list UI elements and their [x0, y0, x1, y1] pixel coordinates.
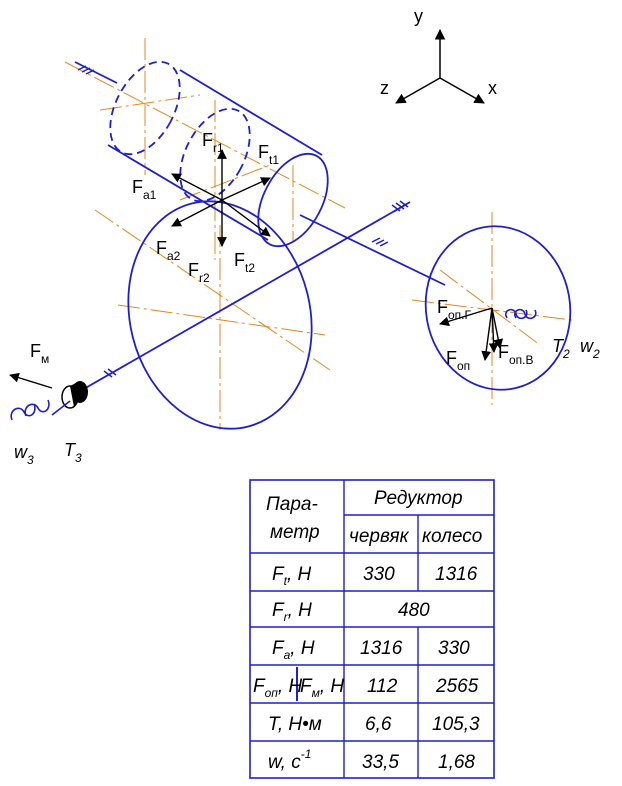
row-w-wheel: 1,68 — [438, 752, 475, 773]
wheel-shaft — [81, 200, 411, 430]
label-Fm: Fм — [30, 341, 49, 366]
row-fop-label: Fоп, Н — [253, 676, 302, 700]
row-fa-label: Fa, Н — [272, 638, 315, 662]
label-FopG: Fоп.Г — [437, 297, 472, 322]
worm-shaft — [74, 60, 446, 286]
label-Fr1: Fr1 — [202, 130, 224, 155]
row-fm-label: Fм, Н — [300, 676, 344, 700]
table-header-wheel: колесо — [422, 526, 482, 547]
label-T2: T2 — [552, 336, 570, 361]
output-pulley — [424, 225, 572, 391]
row-fr-merged: 480 — [398, 600, 430, 621]
table-header-reducer: Редуктор — [374, 488, 463, 509]
force-arrows — [9, 149, 504, 389]
label-Ft1: Ft1 — [258, 142, 279, 167]
row-ft-worm: 330 — [363, 564, 395, 585]
row-ft-wheel: 1316 — [435, 564, 478, 585]
label-Fr2: Fr2 — [188, 260, 210, 285]
row-fop-wheel: 2565 — [435, 676, 479, 697]
parameter-table: Пара- метр Редуктор червяк колесо Ft, Н … — [249, 479, 495, 779]
label-Fop: Fоп — [446, 348, 470, 373]
label-FopB: Fоп.В — [498, 342, 534, 367]
row-fa-wheel: 330 — [438, 638, 470, 659]
axis-z-label: z — [380, 78, 389, 98]
axis-triad: y z x — [380, 6, 497, 104]
worm-shaft-ticks — [77, 65, 389, 247]
table-header-param-1: Пара- — [266, 494, 318, 515]
row-ft-label: Ft, Н — [272, 564, 312, 588]
label-Fa1: Fa1 — [132, 177, 157, 202]
table-header-worm: червяк — [349, 526, 410, 547]
row-w-label: w, с-1 — [268, 747, 311, 773]
row-fop-worm: 112 — [367, 676, 398, 697]
table-header-param-2: метр — [270, 522, 320, 543]
row-t-worm: 6,6 — [365, 714, 392, 735]
coupling — [61, 381, 88, 409]
row-fa-worm: 1316 — [360, 638, 403, 659]
row-fr-label: Fr, Н — [272, 600, 312, 624]
axis-x-label: x — [488, 78, 497, 98]
center-lines — [64, 38, 573, 430]
label-Fa2: Fa2 — [156, 238, 181, 263]
row-t-label: T, Н•м — [268, 714, 322, 735]
label-T3: T3 — [64, 440, 82, 465]
torque-symbol-T2 — [505, 308, 537, 320]
row-w-worm: 33,5 — [362, 752, 399, 773]
torque-symbol-T3 — [10, 399, 50, 421]
axis-y-label: y — [414, 6, 423, 26]
label-w2: w2 — [580, 336, 600, 361]
wheel-shaft-ticks — [103, 200, 409, 378]
row-t-wheel: 105,3 — [432, 714, 480, 735]
label-Ft2: Ft2 — [234, 250, 255, 275]
label-w3: w3 — [14, 442, 34, 467]
